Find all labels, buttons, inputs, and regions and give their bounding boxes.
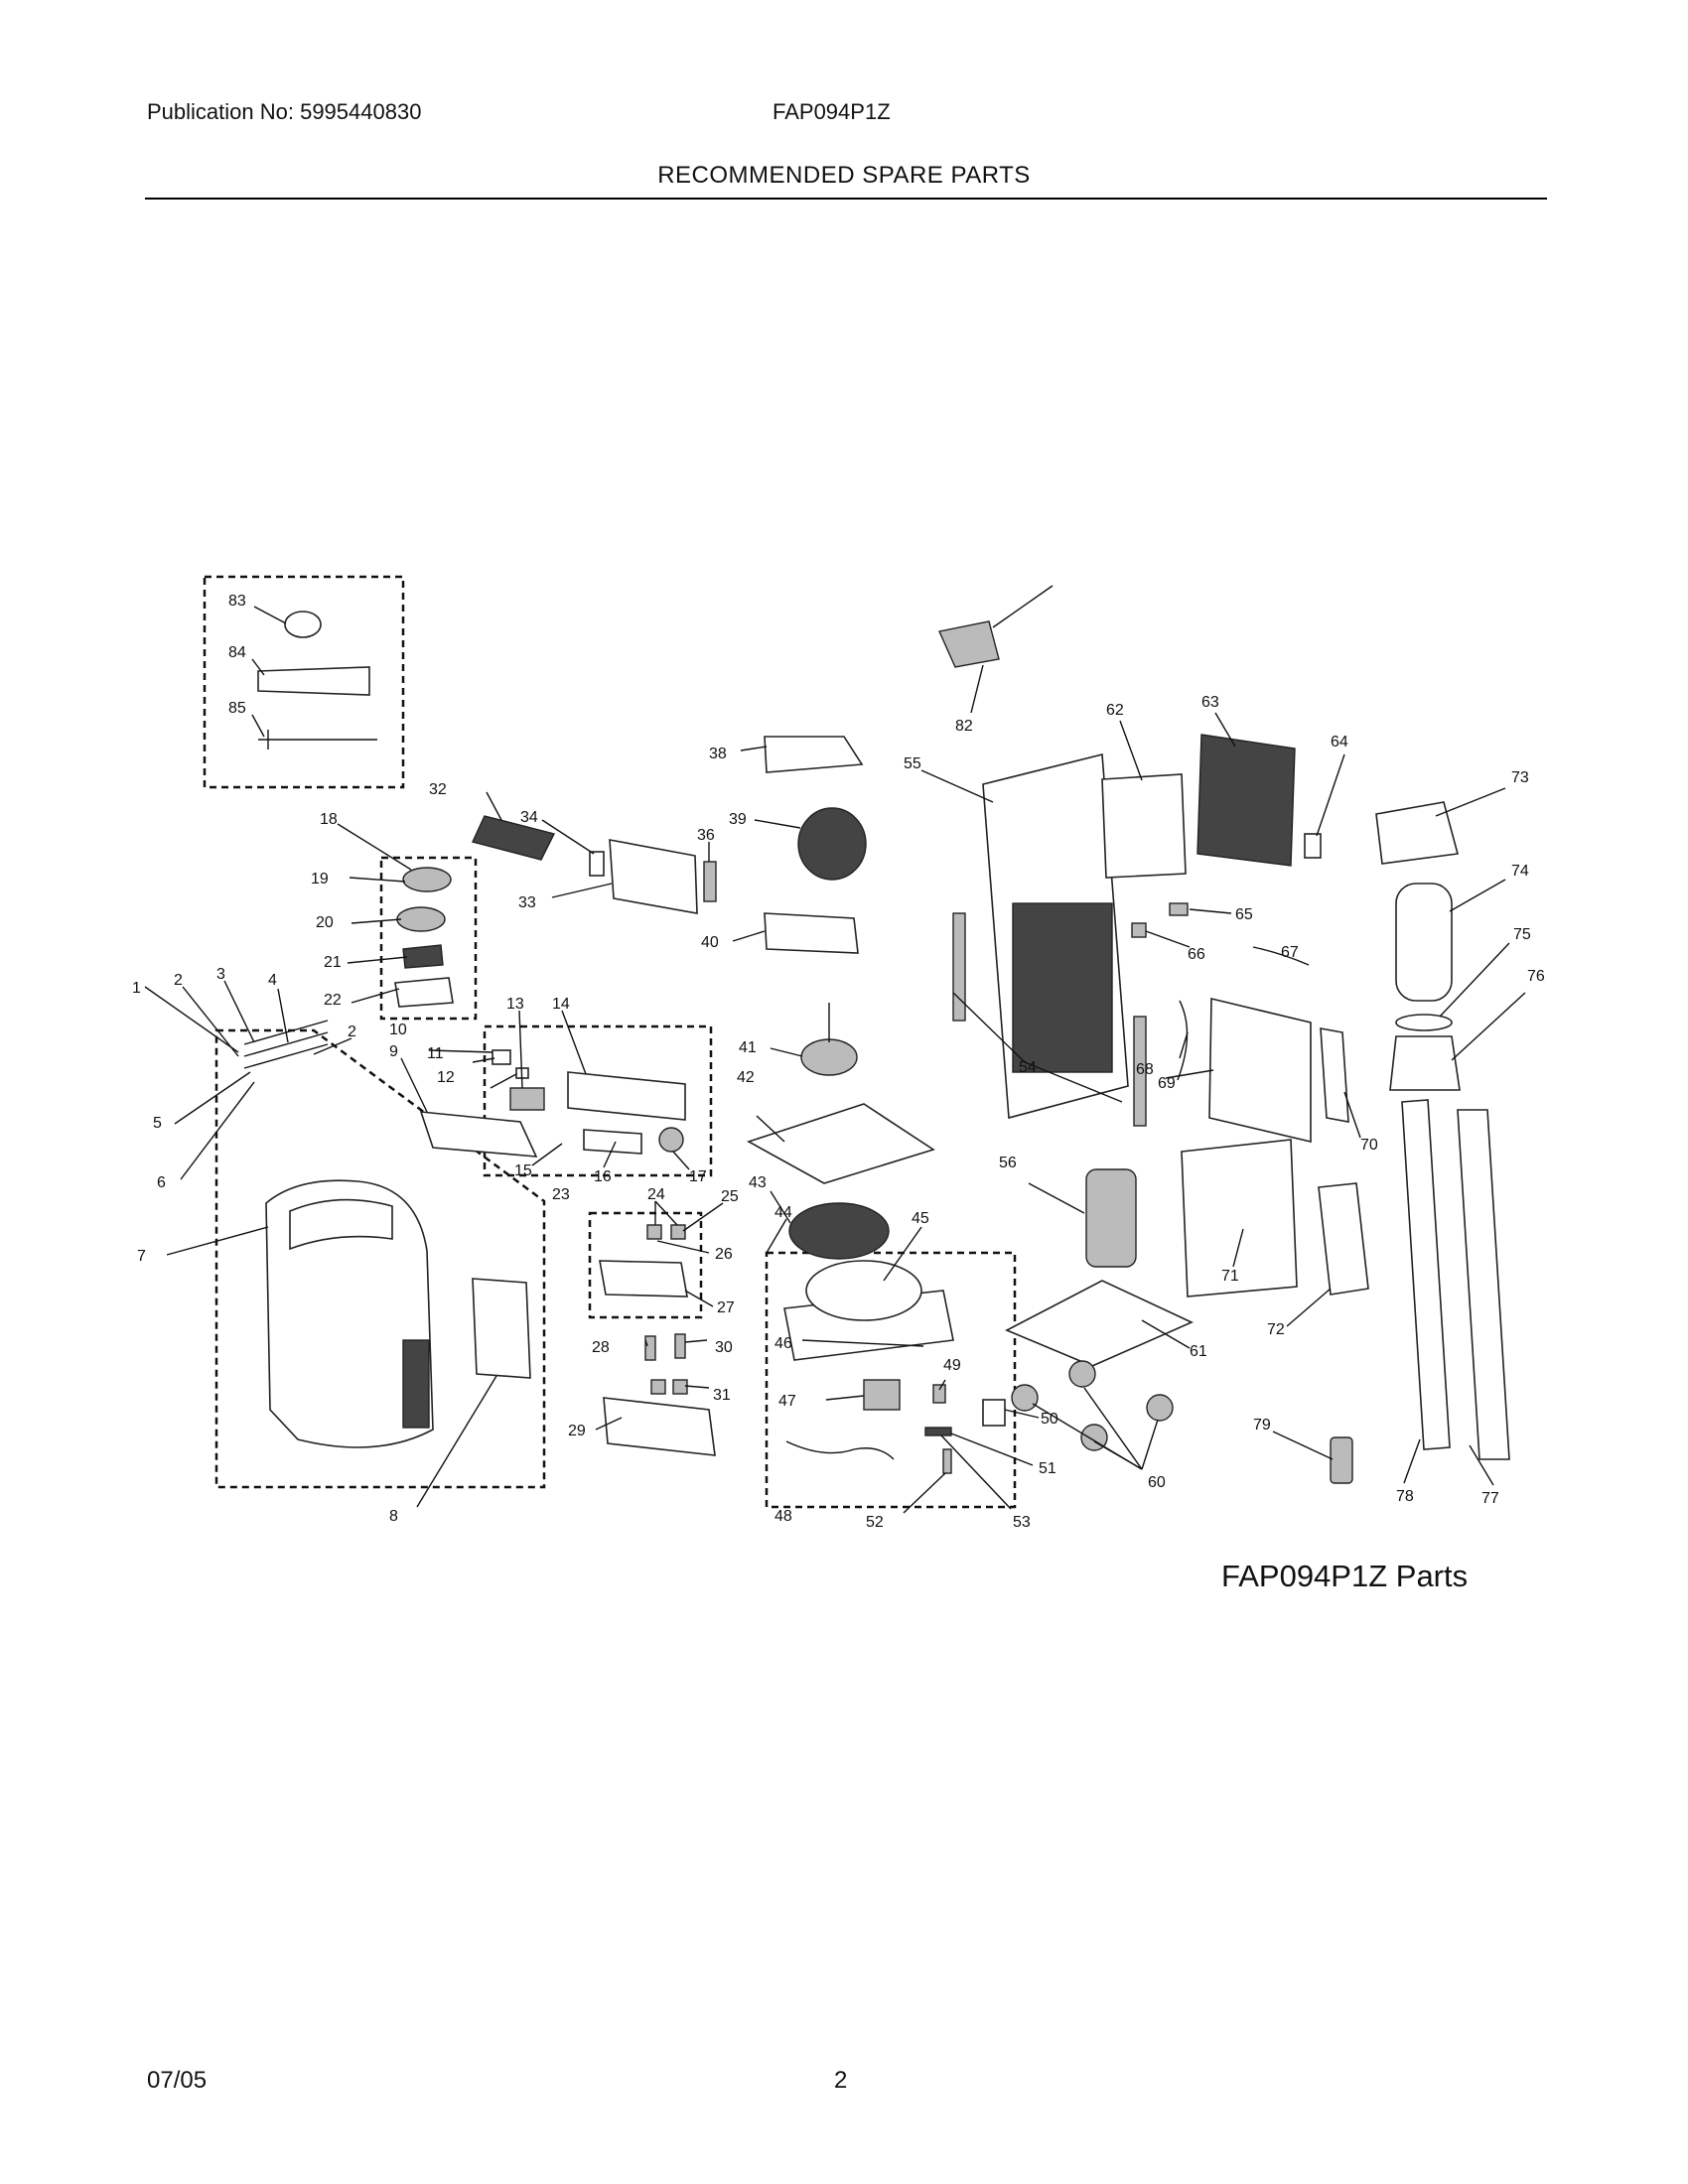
callout: 29 xyxy=(568,1423,586,1439)
callout: 60 xyxy=(1148,1474,1166,1491)
callout: 7 xyxy=(137,1248,146,1265)
callout: 41 xyxy=(739,1039,757,1056)
callout: 6 xyxy=(157,1174,166,1191)
callout: 72 xyxy=(1267,1321,1285,1338)
callout: 10 xyxy=(389,1022,407,1038)
callout: 78 xyxy=(1396,1488,1414,1505)
callout: 45 xyxy=(912,1210,929,1227)
callout: 12 xyxy=(437,1069,455,1086)
callout: 66 xyxy=(1188,946,1205,963)
model-number: FAP094P1Z xyxy=(773,99,891,124)
callout: 49 xyxy=(943,1357,961,1374)
callout: 14 xyxy=(552,996,570,1013)
callout: 26 xyxy=(715,1246,733,1263)
callout: 32 xyxy=(429,781,447,798)
callout: 63 xyxy=(1201,694,1219,711)
diagram-caption: FAP094P1Z Parts xyxy=(1221,1559,1469,1593)
callout: 1 xyxy=(132,980,141,997)
callout: 64 xyxy=(1331,734,1348,751)
callout: 19 xyxy=(311,871,329,887)
callout: 48 xyxy=(774,1508,792,1525)
callout: 31 xyxy=(713,1387,731,1404)
callout: 11 xyxy=(427,1045,444,1062)
filter-group-box xyxy=(379,856,478,1021)
callout-labels: 1 2 2 3 4 5 6 7 8 9 10 11 12 13 14 15 16… xyxy=(132,593,1545,1531)
callout: 46 xyxy=(774,1335,792,1352)
callout: 8 xyxy=(389,1508,398,1525)
callout: 53 xyxy=(1013,1514,1031,1531)
page-title: RECOMMENDED SPARE PARTS xyxy=(657,162,1031,189)
callout: 39 xyxy=(729,811,747,828)
callout: 70 xyxy=(1360,1137,1378,1154)
callout: 42 xyxy=(737,1069,755,1086)
callout: 21 xyxy=(324,954,342,971)
callout: 5 xyxy=(153,1115,162,1132)
callout: 34 xyxy=(520,809,538,826)
base-group-box xyxy=(765,1251,1017,1509)
callout: 23 xyxy=(552,1186,570,1203)
callout: 43 xyxy=(749,1174,767,1191)
callout: 38 xyxy=(709,746,727,762)
callout: 3 xyxy=(216,966,225,983)
hardware-kit-box xyxy=(203,575,405,789)
part-shapes xyxy=(243,585,1510,1484)
callout: 56 xyxy=(999,1155,1017,1171)
callout: 47 xyxy=(778,1393,796,1410)
callout: 79 xyxy=(1253,1417,1271,1433)
callout: 27 xyxy=(717,1299,735,1316)
callout: 20 xyxy=(316,914,334,931)
callout: 44 xyxy=(774,1204,792,1221)
callout: 76 xyxy=(1527,968,1545,985)
callout: 4 xyxy=(268,972,277,989)
callout: 9 xyxy=(389,1043,398,1060)
callout: 22 xyxy=(324,992,342,1009)
callout: 17 xyxy=(689,1168,707,1185)
callout: 40 xyxy=(701,934,719,951)
callout: 82 xyxy=(955,718,973,735)
callout: 33 xyxy=(518,894,536,911)
callout: 25 xyxy=(721,1188,739,1205)
callout: 85 xyxy=(228,700,246,717)
callout: 55 xyxy=(904,755,921,772)
callout: 15 xyxy=(514,1162,532,1179)
callout: 18 xyxy=(320,811,338,828)
callout: 36 xyxy=(697,827,715,844)
callout: 71 xyxy=(1221,1268,1239,1285)
callout: 67 xyxy=(1281,944,1299,961)
callout: 13 xyxy=(506,996,524,1013)
callout: 62 xyxy=(1106,702,1124,719)
callout: 54 xyxy=(1019,1059,1037,1076)
cabinet-group-box xyxy=(214,1028,546,1489)
callout: 84 xyxy=(228,644,246,661)
callout: 51 xyxy=(1039,1460,1056,1477)
header-divider xyxy=(145,198,1547,200)
leader-lines xyxy=(144,606,1526,1514)
callout: 16 xyxy=(594,1168,612,1185)
page-number: 2 xyxy=(834,2067,848,2094)
callout: 61 xyxy=(1190,1343,1207,1360)
callout: 30 xyxy=(715,1339,733,1356)
callout: 50 xyxy=(1041,1411,1058,1428)
callout: 69 xyxy=(1158,1075,1176,1092)
callout: 2 xyxy=(174,972,183,989)
publication-number: Publication No: 5995440830 xyxy=(147,99,422,124)
callout: 28 xyxy=(592,1339,610,1356)
callout: 74 xyxy=(1511,863,1529,880)
callout: 2 xyxy=(348,1024,356,1040)
callout: 83 xyxy=(228,593,246,610)
callout: 65 xyxy=(1235,906,1253,923)
control-group-box xyxy=(483,1024,713,1177)
callout: 75 xyxy=(1513,926,1531,943)
callout: 68 xyxy=(1136,1061,1154,1078)
footer-date: 07/05 xyxy=(147,2067,208,2094)
callout: 77 xyxy=(1481,1490,1499,1507)
callout: 24 xyxy=(647,1186,665,1203)
callout: 52 xyxy=(866,1514,884,1531)
callout: 73 xyxy=(1511,769,1529,786)
